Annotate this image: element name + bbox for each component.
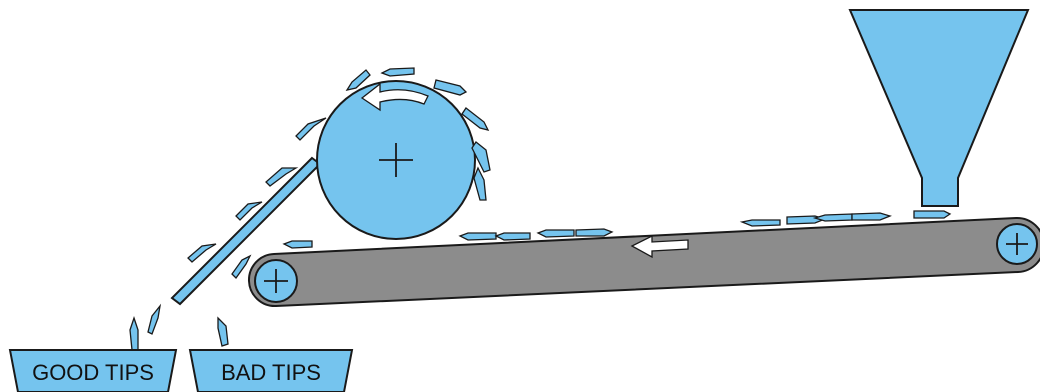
tip (380, 67, 415, 77)
tip (187, 243, 217, 263)
tip (461, 107, 490, 131)
good-tips-label: GOOD TIPS (32, 360, 154, 385)
tip (851, 212, 892, 221)
tip (282, 240, 313, 249)
belt-direction-arrow (630, 234, 689, 259)
tip (147, 303, 162, 335)
tip (575, 228, 614, 237)
tip (265, 167, 299, 187)
tip (471, 141, 491, 173)
belt-right-pulley (996, 223, 1038, 265)
tips-group (129, 67, 952, 351)
tip (812, 213, 853, 222)
tip (913, 210, 952, 219)
tip (494, 232, 531, 241)
tip (217, 316, 229, 347)
belt-body (248, 216, 1040, 308)
drum-rotation-arrow (360, 82, 429, 112)
conveyor-belt (248, 216, 1040, 308)
tip (295, 117, 327, 141)
tip (235, 201, 263, 221)
bad-tips-label: BAD TIPS (221, 360, 321, 385)
good-tips-bin: GOOD TIPS (8, 349, 178, 392)
sorting-drum (316, 80, 476, 240)
tip (231, 254, 252, 280)
bad-tips-bin: BAD TIPS (188, 349, 354, 392)
hopper-funnel (848, 9, 1030, 207)
belt-left-pulley (254, 259, 298, 303)
hopper (848, 9, 1030, 207)
tip (433, 79, 468, 96)
tip (536, 229, 575, 238)
tip (473, 166, 487, 201)
tip (458, 232, 497, 241)
tip (739, 219, 781, 227)
tip (345, 69, 371, 91)
tip (129, 315, 139, 351)
